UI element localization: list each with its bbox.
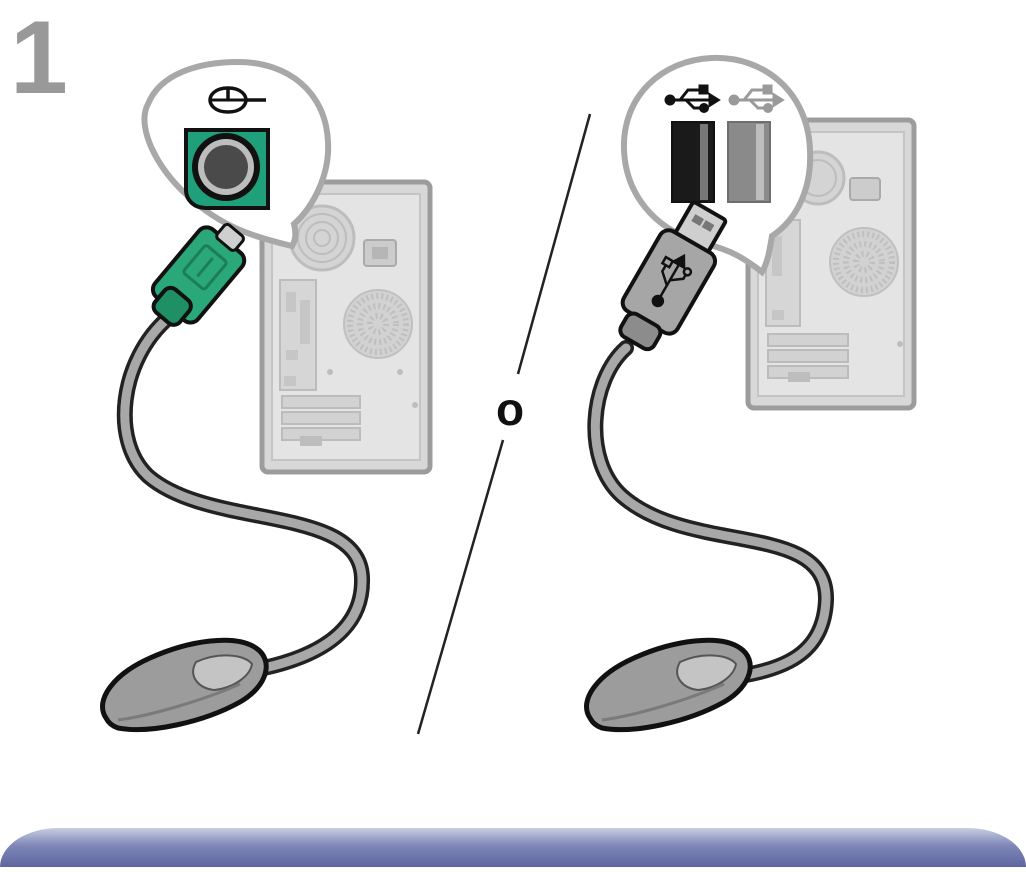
ps2-port-callout: [144, 62, 328, 246]
or-separator-label: o: [490, 384, 530, 434]
ps2-port: [186, 130, 268, 208]
step-number: 1: [10, 6, 66, 110]
ps2-option: [103, 62, 430, 730]
usb-port-gray: [728, 122, 770, 202]
bottom-band: [0, 828, 1026, 867]
mouse-left: [103, 640, 267, 729]
mouse-right: [587, 640, 751, 729]
usb-option: [587, 58, 914, 730]
usb-port-black: [672, 122, 714, 202]
